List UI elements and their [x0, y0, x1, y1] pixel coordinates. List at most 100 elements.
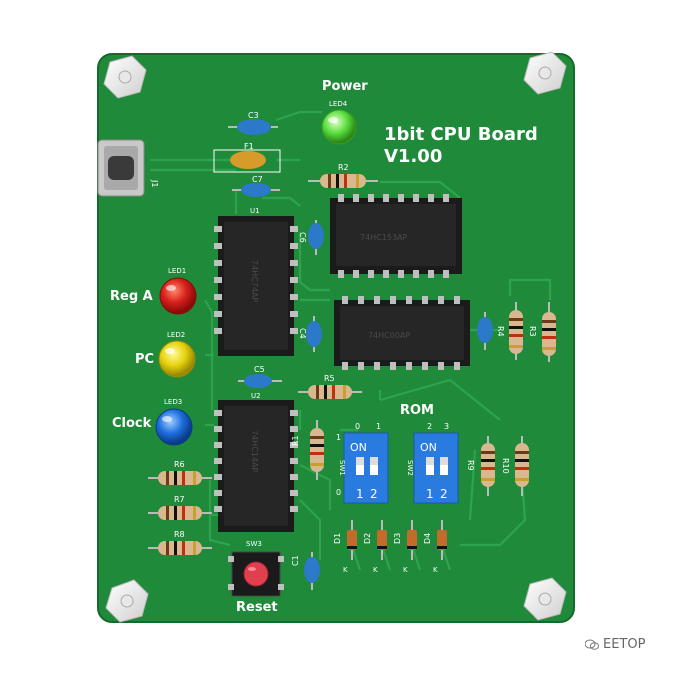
board-title-line1: 1bit CPU Board [384, 124, 538, 145]
clock-label: Clock [112, 416, 152, 431]
resistor-r7 [148, 506, 212, 520]
resistor-r4 [509, 302, 523, 360]
reset-label: Reset [236, 600, 278, 615]
label-c4: C4 [298, 328, 307, 339]
resistor-r10 [515, 436, 529, 496]
label-sw2: SW2 [406, 460, 414, 476]
diode-d1 [347, 520, 357, 560]
label-r4: R4 [496, 326, 505, 337]
label-c3: C3 [248, 111, 259, 120]
label-led2: LED2 [167, 331, 185, 339]
watermark: EETOP [585, 637, 645, 652]
standoff-top-right [523, 51, 567, 95]
ic-u1: 74HC74AP [214, 216, 298, 356]
standoff-top-left [103, 55, 147, 99]
capacitor-c6 [308, 220, 324, 255]
resistor-r1 [310, 420, 324, 480]
label-sw1: SW1 [338, 460, 346, 476]
sw1-pos2: 2 [370, 487, 378, 501]
watermark-text: EETOP [603, 637, 646, 652]
label-c5: C5 [254, 365, 265, 374]
diode-d4 [437, 520, 447, 560]
capacitor-c7 [232, 183, 280, 197]
capacitor-c5 [238, 374, 282, 388]
label-r2: R2 [338, 163, 349, 172]
diode-d2 [377, 520, 387, 560]
label-r5: R5 [324, 374, 335, 383]
u1-marking: 74HC74AP [250, 260, 259, 302]
reg-a-label: Reg A [110, 289, 153, 304]
rom-label: ROM [400, 403, 434, 418]
sw2-on-label: ON [420, 441, 437, 454]
capacitor-r4-area [477, 312, 493, 350]
usb-c-connector [97, 139, 145, 197]
label-f1: F1 [244, 142, 254, 151]
sw1-pos1: 1 [356, 487, 364, 501]
resistor-r8 [148, 541, 212, 555]
resistor-r6 [148, 471, 212, 485]
row-0-label: 0 [336, 488, 341, 497]
bit-3-label: 3 [444, 422, 449, 431]
standoff-bottom-left [105, 579, 149, 623]
label-d4: D4 [423, 533, 432, 544]
power-label: Power [322, 79, 368, 94]
sw2-pos2: 2 [440, 487, 448, 501]
diode-d3 [407, 520, 417, 560]
dip-switch-sw1[interactable]: ON 1 2 [343, 432, 389, 504]
label-k4: K [433, 566, 438, 574]
capacitor-c3 [228, 119, 278, 135]
label-j1: J1 [150, 179, 159, 187]
label-c6: C6 [298, 232, 307, 243]
resistor-r3 [542, 302, 556, 362]
ic-u4: 74HC00AP [334, 296, 470, 370]
reset-button[interactable] [228, 551, 284, 597]
resistor-r9 [481, 436, 495, 496]
label-k2: K [373, 566, 378, 574]
u3-marking: 74HC153AP [360, 233, 408, 242]
label-u2: U2 [251, 392, 261, 400]
pc-label: PC [135, 352, 154, 367]
label-r10: R10 [501, 458, 510, 474]
dip-switch-sw2[interactable]: ON 1 2 [413, 432, 459, 504]
label-r1: R1 [291, 435, 300, 446]
bit-0-label: 0 [355, 422, 360, 431]
ic-u2: 74HC14AP [214, 400, 298, 532]
label-sw3: SW3 [246, 540, 262, 548]
label-r9: R9 [466, 460, 475, 471]
chat-bubble-icon [585, 639, 599, 650]
label-led4: LED4 [329, 100, 348, 108]
bit-2-label: 2 [427, 422, 432, 431]
led-pc-yellow [158, 340, 196, 378]
label-d1: D1 [333, 533, 342, 544]
label-u1: U1 [250, 207, 260, 215]
u2-marking: 74HC14AP [250, 430, 259, 472]
capacitor-c1 [304, 552, 320, 590]
label-led3: LED3 [164, 398, 182, 406]
fuse-f1 [213, 149, 281, 173]
label-k1: K [343, 566, 348, 574]
sw1-on-label: ON [350, 441, 367, 454]
led-power-green [321, 109, 357, 145]
ic-u3: 74HC153AP [330, 194, 462, 278]
label-r3: R3 [528, 326, 537, 337]
row-1-label: 1 [336, 433, 341, 442]
sw2-pos1: 1 [426, 487, 434, 501]
label-r8: R8 [174, 530, 185, 539]
label-led1: LED1 [168, 267, 186, 275]
u4-marking: 74HC00AP [368, 331, 410, 340]
label-d2: D2 [363, 533, 372, 544]
label-r7: R7 [174, 495, 185, 504]
label-d3: D3 [393, 533, 402, 544]
label-c7: C7 [252, 175, 263, 184]
label-r6: R6 [174, 460, 185, 469]
bit-1-label: 1 [376, 422, 381, 431]
traces [150, 110, 552, 571]
capacitor-c4 [306, 316, 322, 352]
resistor-r5 [298, 385, 362, 399]
board-title-line2: V1.00 [384, 146, 442, 167]
led-reg-a-red [159, 277, 197, 315]
label-c1: C1 [291, 555, 300, 566]
standoff-bottom-right [523, 577, 567, 621]
label-k3: K [403, 566, 408, 574]
